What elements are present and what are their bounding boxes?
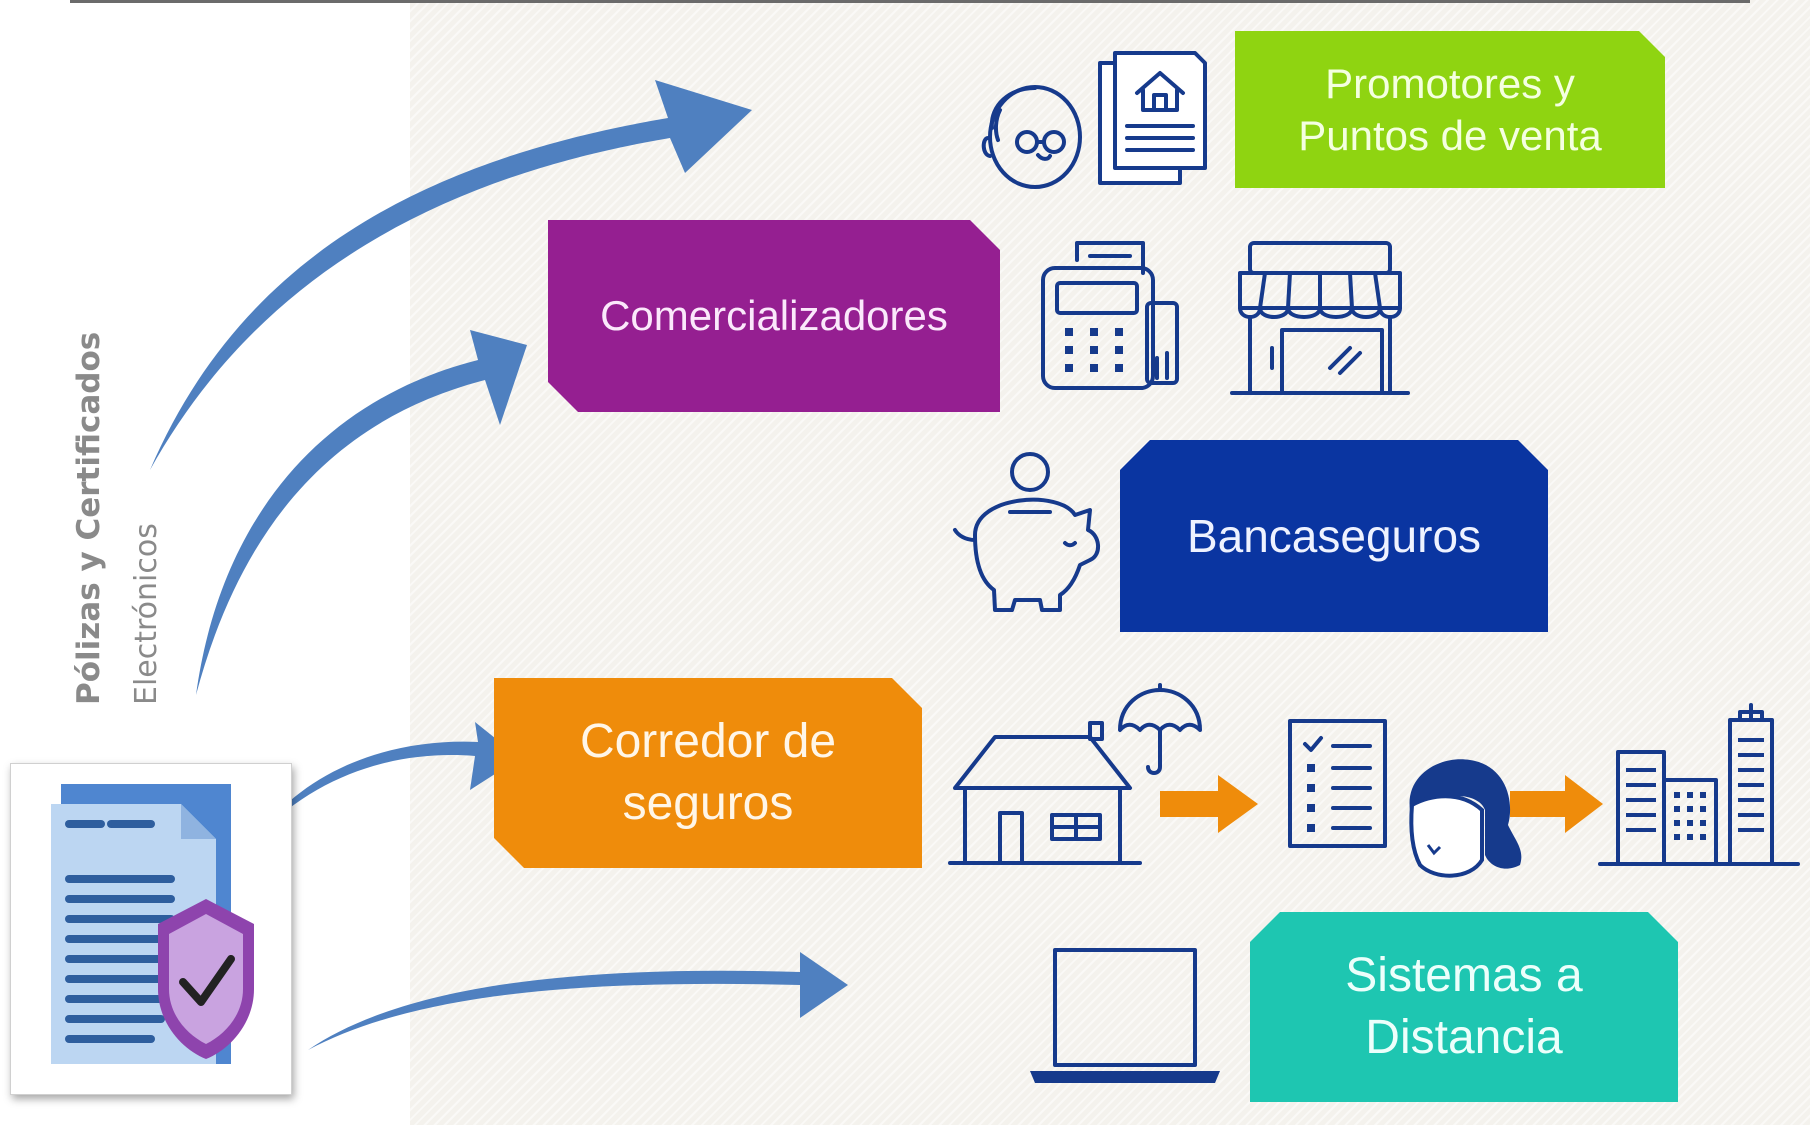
- buildings-icon: [1598, 703, 1800, 866]
- customer-agent-icon: [1409, 759, 1522, 878]
- flow-arrow-2-icon: [1510, 775, 1603, 833]
- channel-bancaseguros-label: Bancaseguros: [1186, 510, 1482, 562]
- channel-bancaseguros-box: Bancaseguros: [1120, 440, 1548, 632]
- flow-arrow-1-icon: [1160, 775, 1258, 833]
- top-divider-line: [70, 0, 1750, 3]
- channel-corredor-box: Corredor de seguros: [494, 678, 922, 868]
- channel-comercializadores-label: Comercializadores: [600, 292, 948, 339]
- arrow-to-corredor: [258, 722, 520, 836]
- side-label-line2: Electrónicos: [129, 523, 164, 705]
- arrow-to-comercializadores: [196, 330, 527, 695]
- policy-document-card: [10, 763, 292, 1095]
- side-label-line1: Pólizas y Certificados: [71, 331, 107, 705]
- laptop-icon: [1030, 948, 1220, 1083]
- house-document-icon: [1098, 51, 1207, 185]
- insurance-document-shield-icon: [51, 784, 254, 1064]
- storefront-icon: [1230, 241, 1410, 395]
- arrow-to-promotores: [150, 80, 752, 470]
- house-umbrella-icon: [948, 683, 1202, 865]
- side-label: Pólizas y Certificados Electrónicos: [60, 285, 176, 705]
- arrow-to-sistemas: [308, 952, 848, 1050]
- person-with-glasses-icon: [981, 85, 1082, 189]
- channel-promotores-label: Promotores y Puntos de venta: [1298, 59, 1602, 159]
- checklist-icon: [1288, 719, 1387, 848]
- pos-terminal-icon: [1041, 241, 1179, 390]
- channel-corredor-label: Corredor de seguros: [579, 715, 837, 830]
- channel-sistemas-label: Sistemas a Distancia: [1345, 949, 1583, 1064]
- channel-sistemas-box: Sistemas a Distancia: [1250, 912, 1678, 1102]
- channel-promotores-box: Promotores y Puntos de venta: [1235, 31, 1665, 188]
- channel-comercializadores-box: Comercializadores: [548, 220, 1000, 412]
- piggy-bank-icon: [953, 452, 1100, 612]
